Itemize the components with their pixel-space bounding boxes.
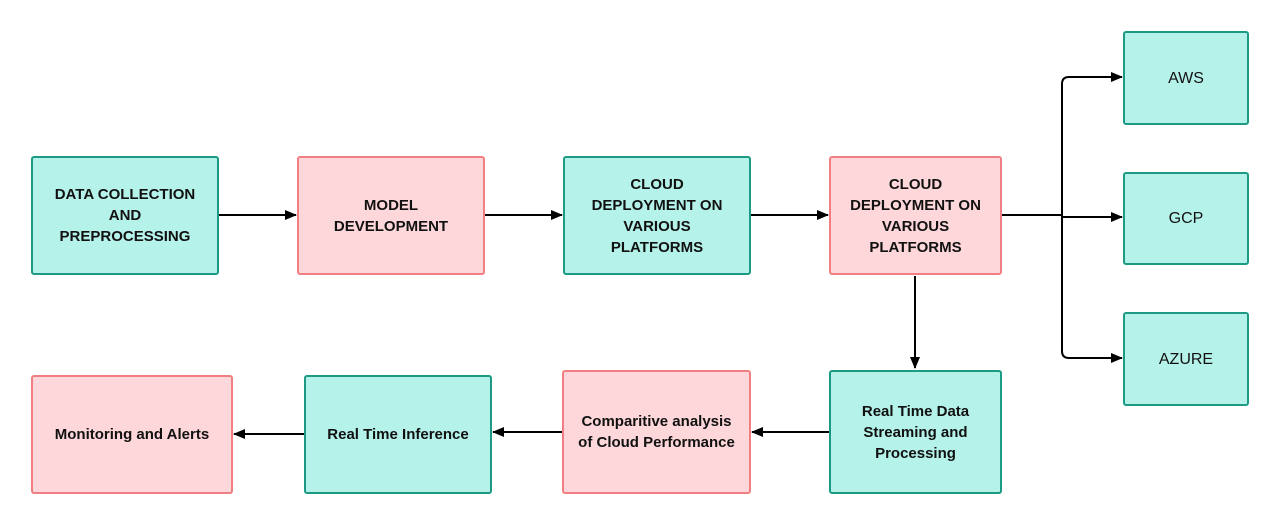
node-model-development: MODEL DEVELOPMENT [297, 156, 485, 275]
node-data-collection: DATA COLLECTION AND PREPROCESSING [31, 156, 219, 275]
node-real-time-inference: Real Time Inference [304, 375, 492, 494]
node-cloud-deployment-2: CLOUD DEPLOYMENT ON VARIOUS PLATFORMS [829, 156, 1002, 275]
node-azure: AZURE [1123, 312, 1249, 406]
node-gcp: GCP [1123, 172, 1249, 265]
node-real-time-streaming: Real Time Data Streaming and Processing [829, 370, 1002, 494]
node-comparative-analysis: Comparitive analysis of Cloud Performanc… [562, 370, 751, 494]
node-aws: AWS [1123, 31, 1249, 125]
arrow-branch-to-aws [1061, 72, 1123, 215]
node-cloud-deployment-1: CLOUD DEPLOYMENT ON VARIOUS PLATFORMS [563, 156, 751, 275]
node-monitoring-alerts: Monitoring and Alerts [31, 375, 233, 494]
arrow-branch-to-azure [1061, 215, 1123, 363]
